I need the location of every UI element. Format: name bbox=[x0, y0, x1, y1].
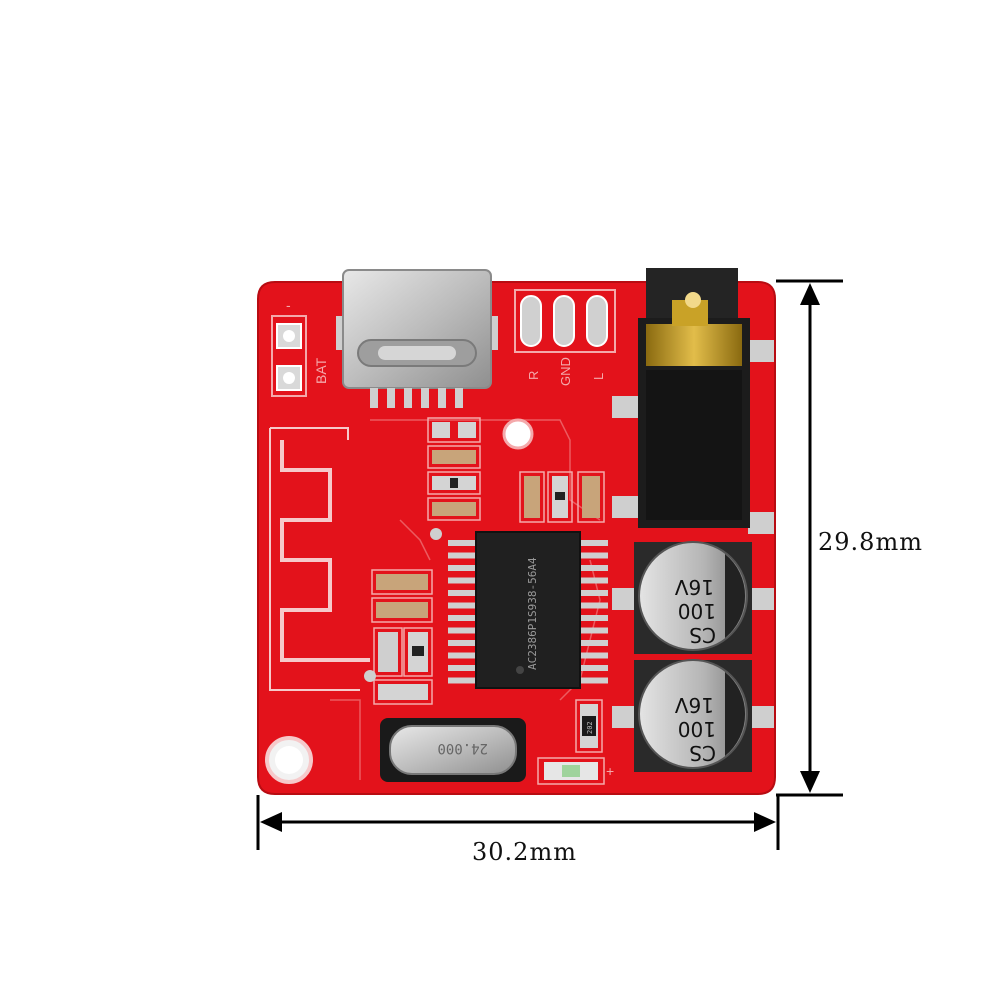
resistor: 202 bbox=[575, 699, 603, 753]
power-minus-label: - bbox=[286, 297, 291, 313]
cap1-series: CS bbox=[689, 623, 716, 647]
center-hole bbox=[502, 418, 534, 450]
power-bat-label: BAT bbox=[313, 357, 329, 384]
usb-c-connector bbox=[336, 269, 498, 408]
cap1-value: 100 bbox=[678, 599, 716, 623]
ic-pin bbox=[448, 665, 478, 671]
smd-components-top bbox=[427, 417, 605, 523]
ic-pin bbox=[578, 602, 608, 609]
ic-pin bbox=[448, 652, 478, 659]
cap2-voltage: 16V bbox=[675, 693, 714, 717]
main-ic-chip: AC2386P1S938-56A4 bbox=[448, 531, 608, 689]
power-pads bbox=[271, 315, 307, 397]
capacitor-1: 16V 100 CS bbox=[612, 541, 774, 654]
ic-pin bbox=[578, 677, 608, 684]
ic-pin bbox=[578, 540, 608, 546]
ic-pin bbox=[578, 590, 608, 596]
ic-pin bbox=[448, 565, 478, 571]
audio-jack bbox=[612, 268, 774, 534]
cap1-voltage: 16V bbox=[675, 575, 714, 599]
led bbox=[537, 757, 605, 785]
height-dimension-arrow bbox=[776, 279, 843, 797]
ic-pin bbox=[448, 677, 478, 684]
usb-c-pins bbox=[370, 388, 463, 408]
capacitor-2: 16V 100 CS bbox=[612, 659, 774, 772]
pad-label-r: R bbox=[526, 371, 541, 380]
ic-marking: AC2386P1S938-56A4 bbox=[526, 557, 539, 670]
ic-pin bbox=[578, 552, 608, 559]
ic-pin bbox=[578, 615, 608, 621]
pad-label-l: L bbox=[591, 373, 606, 380]
smd-components-left bbox=[364, 528, 442, 705]
pad-label-gnd: GND bbox=[558, 357, 573, 386]
ic-pin bbox=[448, 552, 478, 559]
ic-pin bbox=[448, 615, 478, 621]
ic-pin bbox=[578, 640, 608, 646]
ic-pin bbox=[448, 540, 478, 546]
ic-pin bbox=[448, 577, 478, 584]
ic-pin bbox=[448, 602, 478, 609]
antenna-trace bbox=[269, 427, 370, 691]
cap2-series: CS bbox=[689, 741, 716, 765]
mounting-hole bbox=[265, 736, 313, 784]
ic-pin bbox=[448, 627, 478, 634]
width-dimension-arrow bbox=[256, 795, 780, 850]
audio-output-pads bbox=[514, 289, 616, 353]
cap2-value: 100 bbox=[678, 717, 716, 741]
crystal-oscillator: 24.000 bbox=[380, 718, 526, 782]
ic-pin bbox=[578, 577, 608, 584]
ic-pin bbox=[578, 652, 608, 659]
ic-pin bbox=[578, 565, 608, 571]
ic-pin bbox=[578, 627, 608, 634]
crystal-marking: 24.000 bbox=[437, 740, 488, 756]
width-dimension-label: 30.2mm bbox=[472, 838, 577, 866]
ic-pin bbox=[448, 640, 478, 646]
led-plus-label: + bbox=[606, 763, 614, 779]
height-dimension-label: 29.8mm bbox=[818, 528, 923, 556]
resistor-marking: 202 bbox=[586, 721, 594, 734]
ic-pin bbox=[448, 590, 478, 596]
ic-pin bbox=[578, 665, 608, 671]
